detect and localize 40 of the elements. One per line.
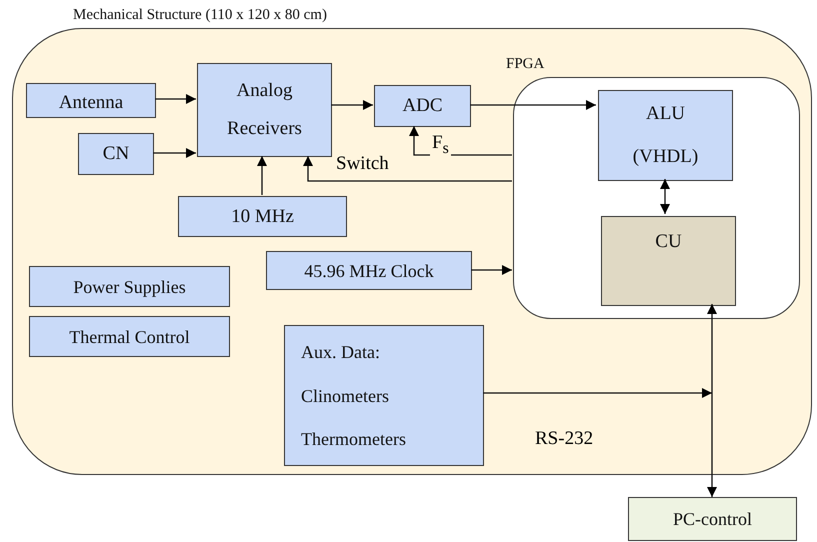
- arrow: [470, 100, 596, 110]
- block-box: [628, 497, 797, 541]
- arrow: [707, 304, 717, 497]
- arrow: [660, 179, 670, 214]
- block-label: Aux. Data:: [301, 340, 380, 364]
- block-box: [78, 133, 154, 175]
- arrow: [155, 94, 196, 104]
- block-box: [26, 83, 156, 118]
- block-box: [266, 251, 472, 290]
- block-label: ADC: [402, 94, 443, 118]
- block-label: 45.96 MHz Clock: [304, 260, 434, 282]
- panel-title: Mechanical Structure (110 x 120 x 80 cm): [73, 7, 327, 24]
- block-box: [178, 196, 347, 237]
- block-label: (VHDL): [632, 144, 698, 169]
- block-label: ALU: [646, 102, 686, 126]
- block-box: [29, 266, 230, 307]
- arrow: [153, 148, 196, 158]
- block-box: [29, 316, 230, 357]
- block-label: CN: [102, 142, 130, 166]
- block-label: Power Supplies: [73, 276, 186, 299]
- block-box: [197, 63, 332, 157]
- block-label: Antenna: [58, 91, 124, 115]
- block-label: PC-control: [673, 508, 752, 531]
- arrow: [471, 265, 512, 275]
- block-label: Clinometers: [301, 384, 389, 408]
- block-label: Analog Receivers: [226, 79, 303, 141]
- arrow: [483, 388, 712, 398]
- block-box: [284, 325, 484, 466]
- block-label: CU: [655, 230, 682, 254]
- block-box: [374, 85, 471, 127]
- block-label: Thermal Control: [69, 326, 190, 348]
- arrow: [303, 156, 512, 182]
- block-label: Thermometers: [301, 428, 406, 452]
- block-box: [601, 216, 736, 306]
- arrow: [257, 156, 267, 195]
- panel-title: FPGA: [506, 56, 544, 73]
- bus-label: RS-232: [535, 428, 594, 450]
- block-box: [598, 90, 733, 181]
- block-label: 10 MHz: [231, 204, 294, 228]
- arrow: [331, 100, 373, 110]
